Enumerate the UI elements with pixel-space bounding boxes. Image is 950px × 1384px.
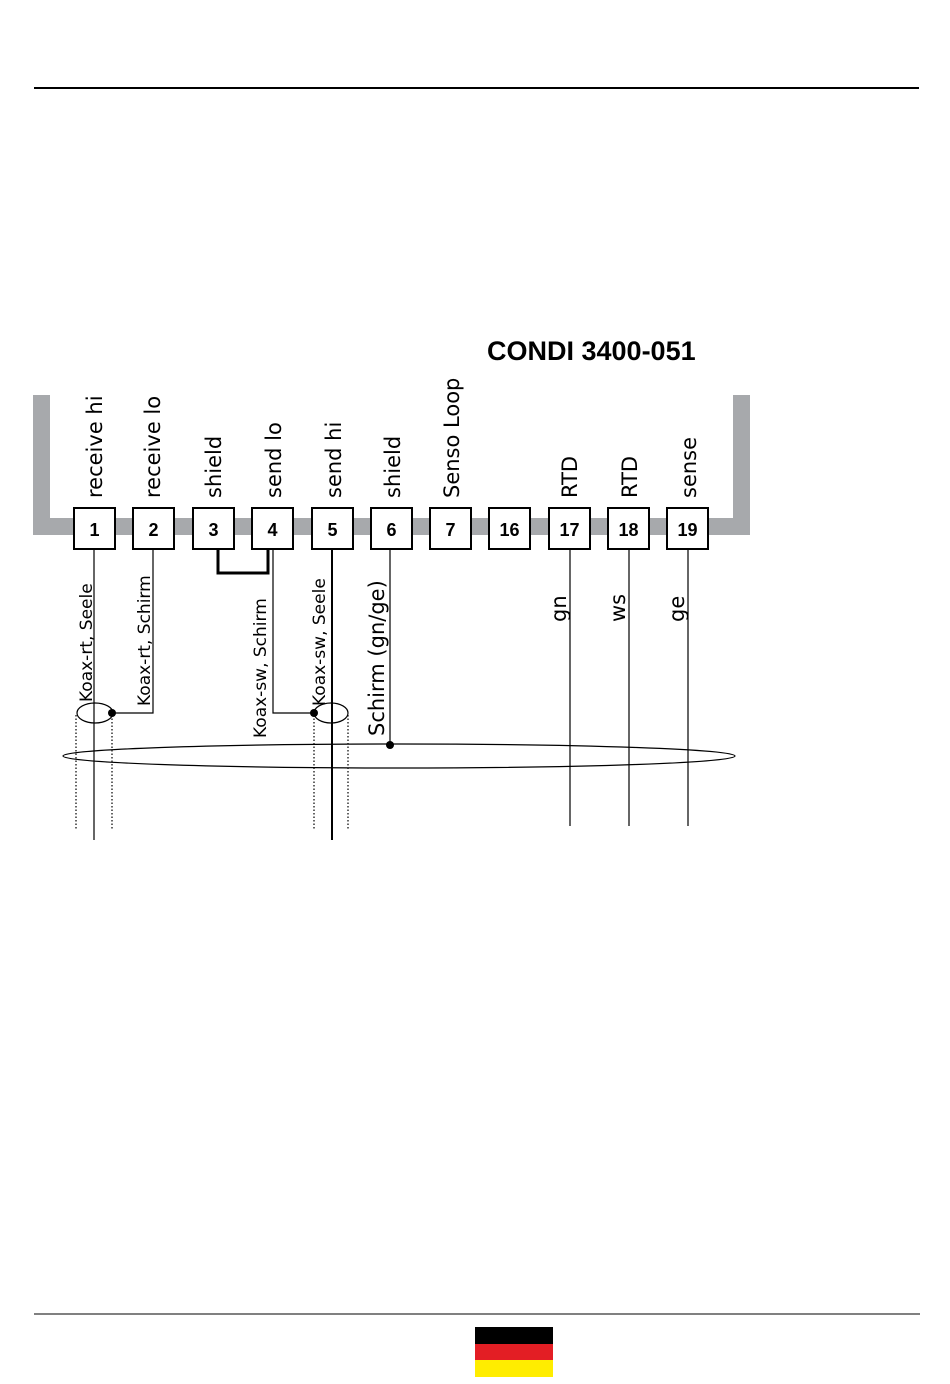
wire-label-19: ge — [665, 596, 689, 622]
terminal-labels: receive hi receive lo shield send lo sen… — [83, 378, 701, 498]
terminal-number: 17 — [559, 520, 579, 540]
terminal-number: 18 — [618, 520, 638, 540]
terminal-label-6: shield — [381, 436, 405, 498]
terminal-3[interactable]: 3 — [193, 508, 234, 549]
wire-label-2: Koax-rt, Schirm — [135, 575, 155, 706]
terminal-number: 1 — [89, 520, 99, 540]
terminal-number: 5 — [327, 520, 337, 540]
wire-label-5: Koax-sw, Seele — [310, 578, 330, 706]
terminal-7[interactable]: 7 — [430, 508, 471, 549]
terminal-label-19: sense — [677, 437, 701, 498]
terminal-label-5: send hi — [322, 422, 346, 498]
terminal-label-1: receive hi — [83, 395, 107, 498]
terminal-number: 19 — [677, 520, 697, 540]
jumper-wire — [218, 549, 268, 573]
wire-label-17: gn — [547, 595, 571, 622]
wire-labels: Koax-rt, Seele Koax-rt, Schirm Koax-sw, … — [77, 575, 689, 738]
terminal-label-3: shield — [202, 436, 226, 498]
terminal-1[interactable]: 1 — [74, 508, 115, 549]
terminal-label-4: send lo — [262, 422, 286, 498]
terminal-label-18: RTD — [618, 456, 642, 498]
germany-flag-icon — [475, 1327, 553, 1377]
terminal-number: 4 — [267, 520, 277, 540]
terminal-17[interactable]: 17 — [549, 508, 590, 549]
terminal-label-17: RTD — [558, 456, 582, 498]
terminal-number: 2 — [148, 520, 158, 540]
terminal-label-7: Senso Loop — [440, 378, 464, 498]
device-title: CONDI 3400-051 — [487, 336, 696, 366]
terminal-6[interactable]: 6 — [371, 508, 412, 549]
terminal-19[interactable]: 19 — [667, 508, 708, 549]
wire-label-1: Koax-rt, Seele — [77, 583, 97, 702]
wire-label-4: Koax-sw, Schirm — [251, 598, 271, 738]
terminal-number: 7 — [445, 520, 455, 540]
terminal-2[interactable]: 2 — [133, 508, 174, 549]
wire-label-6: Schirm (gn/ge) — [365, 580, 389, 736]
terminal-number: 3 — [208, 520, 218, 540]
terminal-number: 16 — [499, 520, 519, 540]
terminal-5[interactable]: 5 — [312, 508, 353, 549]
terminal-4[interactable]: 4 — [252, 508, 293, 549]
terminal-18[interactable]: 18 — [608, 508, 649, 549]
terminal-number: 6 — [386, 520, 396, 540]
wires — [63, 549, 735, 840]
terminal-label-2: receive lo — [141, 396, 165, 498]
wire-label-18: ws — [606, 594, 630, 622]
terminal-16[interactable]: 16 — [489, 508, 530, 549]
